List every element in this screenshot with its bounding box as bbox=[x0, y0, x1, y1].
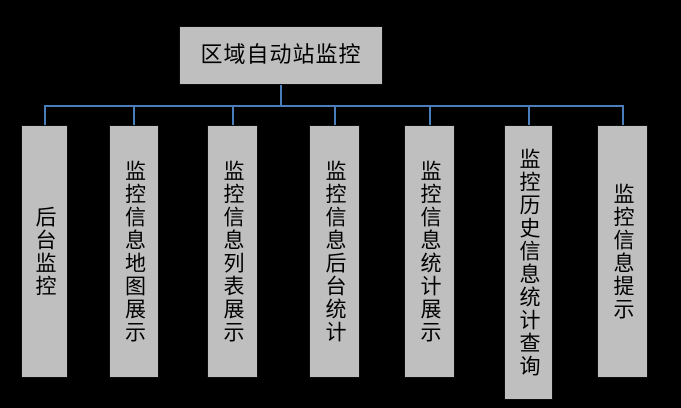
connector-root-stem bbox=[280, 85, 282, 106]
node-child-history-statistics-query[interactable]: 监控历史信息统计查询 bbox=[504, 125, 553, 400]
node-child-information-alert[interactable]: 监控信息提示 bbox=[597, 125, 648, 378]
connector-drop-6 bbox=[528, 105, 530, 126]
node-child-list-display[interactable]: 监控信息列表展示 bbox=[207, 125, 258, 378]
connector-drop-1 bbox=[44, 105, 46, 126]
connector-drop-3 bbox=[232, 105, 234, 126]
node-child-background-monitoring[interactable]: 后台监控 bbox=[21, 125, 68, 378]
node-child-statistics-display[interactable]: 监控信息统计展示 bbox=[404, 125, 455, 378]
node-child-map-display[interactable]: 监控信息地图展示 bbox=[109, 125, 159, 378]
connector-drop-4 bbox=[334, 105, 336, 126]
connector-horizontal-bus bbox=[44, 105, 623, 107]
connector-drop-5 bbox=[429, 105, 431, 126]
node-child-backend-statistics[interactable]: 监控信息后台统计 bbox=[309, 125, 360, 378]
connector-drop-2 bbox=[133, 105, 135, 126]
connector-drop-7 bbox=[622, 105, 624, 126]
node-root[interactable]: 区域自动站监控 bbox=[179, 26, 383, 85]
